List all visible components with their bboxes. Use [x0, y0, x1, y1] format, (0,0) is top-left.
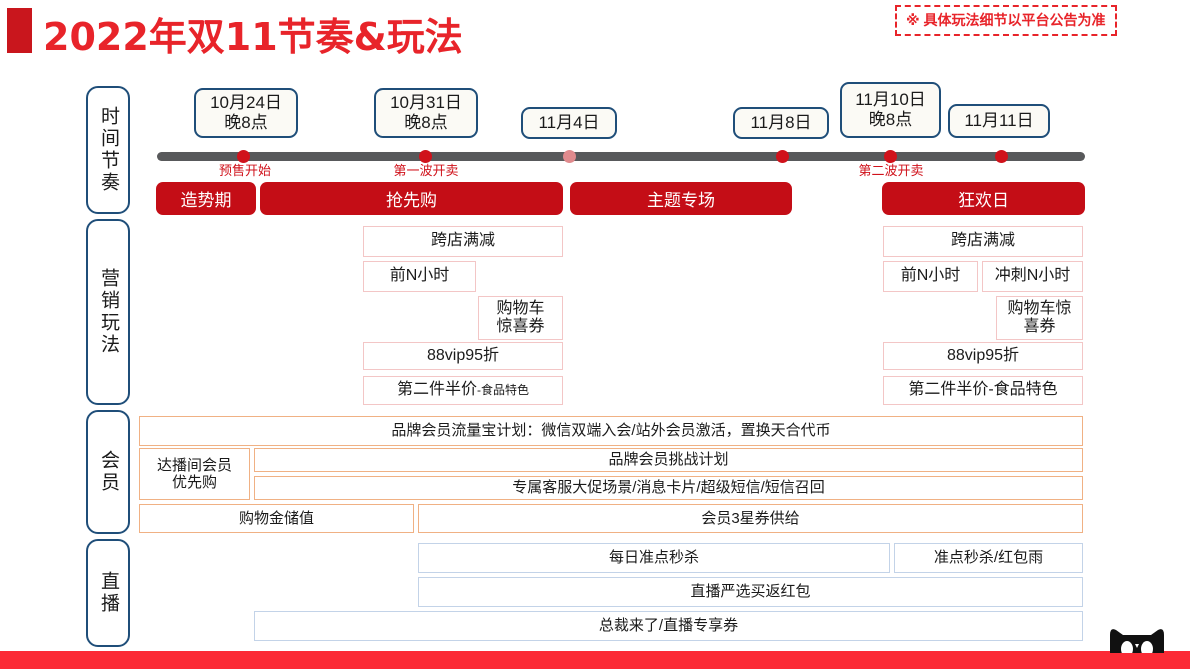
- member-box-plan: 品牌会员流量宝计划：微信双端入会/站外会员激活，置换天合代币: [139, 416, 1083, 446]
- timeline-date-5: 11月10日 晚8点: [840, 82, 941, 138]
- timeline-phase-2: 抢先购: [260, 182, 563, 215]
- member-box-service: 专属客服大促场景/消息卡片/超级短信/短信召回: [254, 476, 1083, 500]
- notice-badge: ※ 具体玩法细节以平台公告为准: [895, 5, 1117, 36]
- member-box-challenge: 品牌会员挑战计划: [254, 448, 1083, 472]
- title-accent-bar: [7, 8, 32, 53]
- member-box-priority: 达播间会员 优先购: [139, 448, 250, 500]
- timeline-axis: [157, 152, 1085, 161]
- row-label-member: 会员: [86, 410, 130, 534]
- timeline-date-3: 11月4日: [521, 107, 617, 139]
- timeline-date-5-line1: 11月10日: [855, 90, 926, 110]
- live-box-daily-seckill: 每日准点秒杀: [418, 543, 890, 573]
- timeline-note-2: 第一波开卖: [393, 163, 459, 178]
- timeline-note-3: 第二波开卖: [858, 163, 924, 178]
- member-box-priority-line2: 优先购: [171, 474, 217, 491]
- marketing-left-box-5: 第二件半价-食品特色: [363, 376, 563, 405]
- timeline-date-1-line1: 10月24日: [210, 93, 282, 113]
- timeline-date-4: 11月8日: [733, 107, 829, 139]
- marketing-right-box-4-line1: 购物车惊: [1007, 299, 1072, 317]
- live-box-seckill-redrain: 准点秒杀/红包雨: [894, 543, 1083, 573]
- marketing-left-box-5-main: 第二件半价: [396, 381, 477, 399]
- timeline-date-1: 10月24日 晚8点: [194, 88, 298, 138]
- marketing-right-box-4-line2: 喜券: [1023, 318, 1056, 335]
- marketing-right-box-2: 前N小时: [883, 261, 978, 292]
- member-box-stored-value: 购物金储值: [139, 504, 414, 533]
- timeline-dot-6: [995, 150, 1008, 163]
- timeline-dot-4: [776, 150, 789, 163]
- timeline-date-3-line1: 11月4日: [538, 113, 600, 133]
- timeline-note-1: 预售开始: [218, 163, 271, 178]
- member-box-priority-line1: 达播间会员: [156, 456, 232, 474]
- marketing-right-box-6: 第二件半价-食品特色: [883, 376, 1083, 405]
- timeline-dot-3: [563, 150, 576, 163]
- row-label-time: 时间节奏: [86, 86, 130, 214]
- row-label-marketing-text: 营销玩法: [97, 268, 119, 356]
- timeline-date-2-line1: 10月31日: [390, 93, 462, 113]
- timeline-date-6-line1: 11月11日: [964, 111, 1034, 131]
- marketing-right-box-4: 购物车惊 喜券: [996, 296, 1083, 340]
- marketing-left-box-1: 跨店满减: [363, 226, 563, 257]
- timeline-phase-4: 狂欢日: [882, 182, 1085, 215]
- marketing-left-box-2: 前N小时: [363, 261, 476, 292]
- marketing-right-box-1: 跨店满减: [883, 226, 1083, 257]
- member-box-coupon-supply: 会员3星券供给: [418, 504, 1083, 533]
- row-label-time-text: 时间节奏: [97, 106, 119, 194]
- marketing-left-box-3-line1: 购物车: [496, 299, 545, 317]
- timeline-date-6: 11月11日: [948, 104, 1050, 138]
- page-title: 2022年双11节奏&玩法: [43, 15, 463, 59]
- timeline-dot-2: [419, 150, 432, 163]
- marketing-right-box-3: 冲刺N小时: [982, 261, 1083, 292]
- timeline-phase-1: 造势期: [156, 182, 256, 215]
- marketing-left-box-3: 购物车 惊喜券: [478, 296, 563, 340]
- timeline-date-4-line1: 11月8日: [750, 113, 812, 133]
- row-label-live: 直播: [86, 539, 130, 647]
- timeline-dot-1: [237, 150, 250, 163]
- timeline-date-5-line2: 晚8点: [868, 110, 913, 129]
- live-box-rebate-redpacket: 直播严选买返红包: [418, 577, 1083, 607]
- timeline-phase-3: 主题专场: [570, 182, 792, 215]
- row-label-live-text: 直播: [97, 571, 119, 615]
- tmall-cat-logo-icon: [1104, 623, 1170, 657]
- marketing-left-box-5-suffix: -食品特色: [477, 383, 529, 398]
- row-label-member-text: 会员: [97, 450, 119, 494]
- timeline-dot-5: [884, 150, 897, 163]
- timeline-date-2: 10月31日 晚8点: [374, 88, 478, 138]
- live-box-ceo-coupon: 总裁来了/直播专享券: [254, 611, 1083, 641]
- row-label-marketing: 营销玩法: [86, 219, 130, 405]
- marketing-right-box-5: 88vip95折: [883, 342, 1083, 370]
- marketing-left-box-4: 88vip95折: [363, 342, 563, 370]
- timeline-date-1-line2: 晚8点: [224, 113, 268, 132]
- timeline-date-2-line2: 晚8点: [404, 113, 448, 132]
- marketing-left-box-3-line2: 惊喜券: [496, 318, 545, 335]
- footer-accent-bar: [0, 651, 1190, 669]
